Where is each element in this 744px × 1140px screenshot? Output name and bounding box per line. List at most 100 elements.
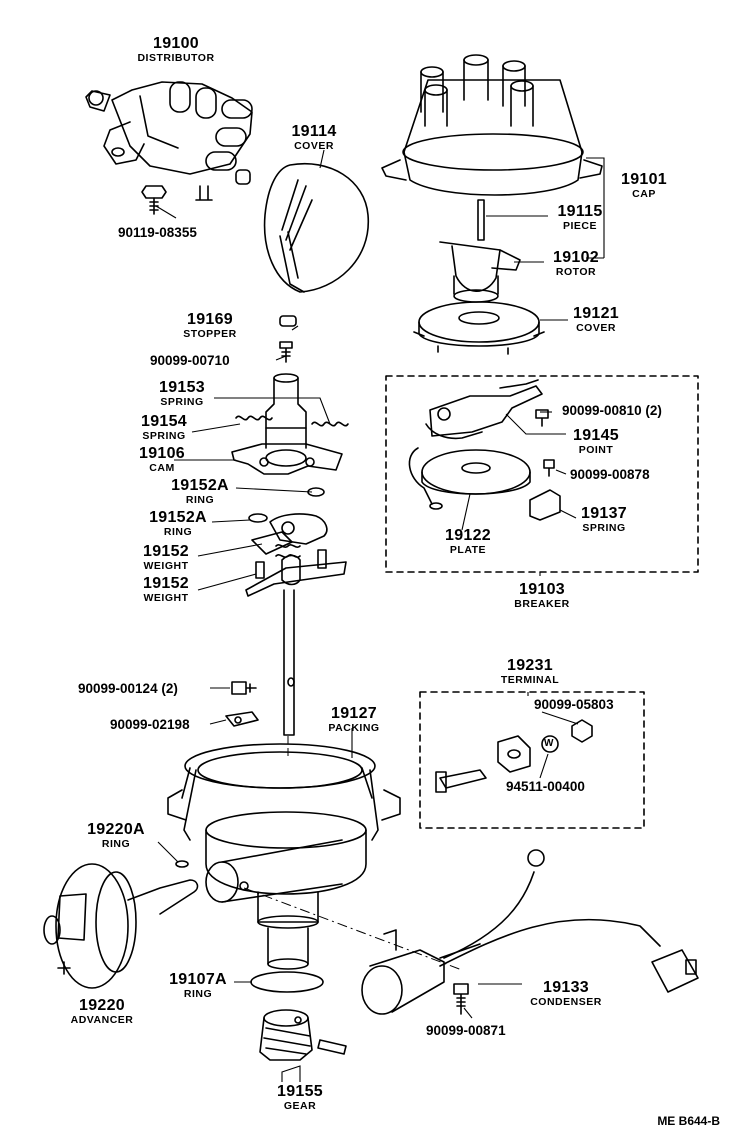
label-19152A-lower: 19152A RING (149, 510, 207, 538)
part-number: 19103 (518, 581, 565, 598)
part-number: 19106 (139, 445, 185, 462)
part-number: 19101 (621, 171, 667, 188)
label-19101: 19101 CAP (621, 172, 667, 200)
label-19106: 19106 CAM (139, 446, 185, 474)
label-19100: 19100 DISTRIBUTOR (137, 36, 214, 64)
part-name: PIECE (562, 220, 598, 232)
label-19152-lower: 19152 WEIGHT (143, 576, 189, 604)
breaker-drawing (408, 379, 561, 521)
part-number: 19114 (291, 123, 337, 140)
breaker-group-box (385, 375, 699, 573)
label-19220A: 19220A RING (87, 822, 145, 850)
part-name: BREAKER (514, 598, 570, 610)
label-94511-00400: 94511-00400 (506, 779, 585, 794)
part-number: 19127 (330, 705, 377, 722)
part-name: SPRING (582, 522, 626, 534)
label-90099-00871: 90099-00871 (426, 1023, 506, 1038)
part-name: COVER (576, 322, 616, 334)
part-name: CAP (632, 188, 656, 200)
part-name: DISTRIBUTOR (137, 52, 215, 64)
part-name: WEIGHT (143, 560, 189, 572)
part-number: 19220A (87, 821, 145, 838)
terminal-group-box (419, 691, 645, 829)
label-19137: 19137 SPRING (581, 506, 627, 534)
label-19122: 19122 PLATE (445, 528, 491, 556)
washer-mark: W (544, 738, 554, 749)
housing-drawing (167, 743, 401, 970)
part-name: ADVANCER (70, 1014, 134, 1026)
part-name: RING (101, 838, 131, 850)
distributor-drawing (85, 81, 253, 215)
part-number: 19122 (445, 527, 491, 544)
part-name: RING (183, 988, 213, 1000)
label-19133: 19133 CONDENSER (530, 980, 602, 1008)
label-19115: 19115 PIECE (557, 204, 602, 232)
part-name: TERMINAL (500, 674, 560, 686)
condenser-19133-drawing (361, 849, 699, 1015)
part-number: 19121 (573, 305, 619, 322)
label-19220: 19220 ADVANCER (71, 998, 134, 1026)
part-number: 19115 (557, 203, 603, 220)
label-90099-02198: 90099-02198 (110, 717, 190, 732)
part-name: CONDENSER (530, 996, 602, 1008)
label-90099-00124: 90099-00124 (2) (78, 681, 178, 696)
part-name: ROTOR (555, 266, 597, 278)
part-name: WEIGHT (143, 592, 189, 604)
stopper-19169-drawing (279, 315, 297, 363)
part-number: 19102 (553, 249, 599, 266)
part-name: POINT (578, 444, 614, 456)
label-19114: 19114 COVER (291, 124, 336, 152)
label-90119-08355: 90119-08355 (118, 225, 197, 240)
label-19152A-upper: 19152A RING (171, 478, 229, 506)
part-number: 19100 (153, 35, 199, 52)
gear-19155-drawing (259, 1009, 347, 1061)
part-number: 19145 (573, 427, 619, 444)
label-19231: 19231 TERMINAL (501, 658, 559, 686)
part-number: 19107A (169, 971, 227, 988)
part-name: CAM (149, 462, 175, 474)
cover-19121-drawing (413, 301, 545, 355)
part-name: COVER (294, 140, 334, 152)
part-name: SPRING (142, 430, 186, 442)
label-19152-upper: 19152 WEIGHT (143, 544, 189, 572)
label-19153: 19153 SPRING (159, 380, 205, 408)
part-number: 19152A (149, 509, 207, 526)
ring-19107A-drawing (250, 971, 324, 993)
label-19107A: 19107A RING (169, 972, 227, 1000)
part-number: 19169 (187, 311, 233, 328)
label-90099-00710: 90099-00710 (150, 353, 230, 368)
label-19103: 19103 BREAKER (514, 582, 569, 610)
part-number: 19231 (507, 657, 553, 674)
part-number: 19152 (143, 543, 189, 560)
part-number: 19137 (581, 505, 627, 522)
advancer-19220-drawing (43, 860, 199, 989)
governor-assembly-drawing (231, 373, 349, 736)
label-19127: 19127 PACKING (328, 706, 379, 734)
part-number: 19155 (277, 1083, 323, 1100)
diagram-code: ME B644-B (657, 1114, 720, 1128)
part-number: 19220 (78, 997, 125, 1014)
label-19102: 19102 ROTOR (553, 250, 599, 278)
part-name: SPRING (160, 396, 204, 408)
part-number: 19153 (159, 379, 205, 396)
part-number: 19152 (143, 575, 189, 592)
label-19154: 19154 SPRING (141, 414, 187, 442)
leader-lines (155, 149, 605, 1082)
part-name: PACKING (328, 722, 380, 734)
label-90099-00810: 90099-00810 (2) (562, 403, 662, 418)
label-19121: 19121 COVER (573, 306, 619, 334)
label-90099-00878: 90099-00878 (570, 467, 650, 482)
label-19155: 19155 GEAR (277, 1084, 323, 1112)
label-90099-05803: 90099-05803 (534, 697, 614, 712)
terminal-drawing (435, 719, 593, 793)
part-name: RING (163, 526, 193, 538)
label-19145: 19145 POINT (573, 428, 619, 456)
part-number: 19154 (141, 413, 187, 430)
part-name: PLATE (449, 544, 487, 556)
label-19169: 19169 STOPPER (183, 312, 237, 340)
bolt-90099-00124-drawing (225, 681, 259, 727)
cover-19114-drawing (263, 162, 369, 293)
centerline (243, 887, 463, 971)
part-number: 19133 (543, 979, 589, 996)
